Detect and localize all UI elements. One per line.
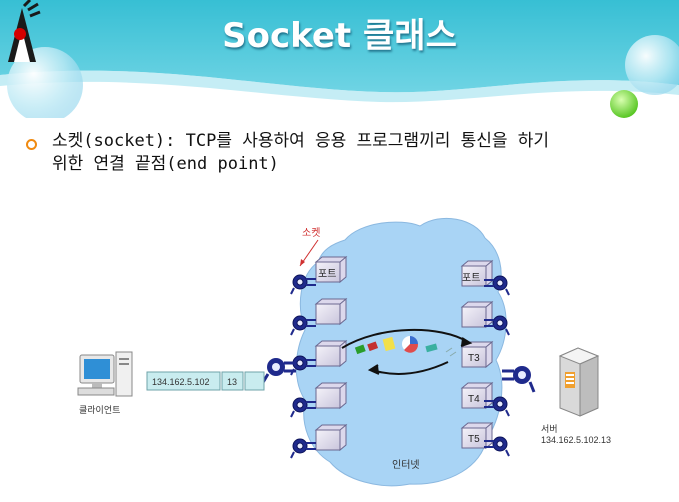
port-t3-label: T3 xyxy=(468,353,480,364)
slide-title: Socket 클래스 xyxy=(222,16,457,56)
left-port-column xyxy=(314,255,348,452)
client-port-label: 13 xyxy=(227,377,237,387)
client-computer-icon xyxy=(77,351,133,397)
client-address-box xyxy=(146,371,265,391)
data-exchange-arrows xyxy=(341,329,473,375)
java-duke-mascot-icon xyxy=(8,0,41,62)
bullet-line-1: 소켓(socket): TCP를 사용하여 응용 프로그램끼리 통신을 하기 xyxy=(52,131,550,151)
decor-bubble-green xyxy=(610,90,638,118)
port-t4-label: T4 xyxy=(468,394,480,405)
left-port-label: 포트 xyxy=(318,269,336,280)
client-label: 클라이언트 xyxy=(79,404,120,415)
right-port-label: 포트 xyxy=(462,273,480,284)
slide-header-background xyxy=(0,0,679,118)
data-packets-icon xyxy=(354,336,457,357)
internet-cloud xyxy=(295,217,507,487)
server-socket-plug-icon xyxy=(502,366,536,393)
bullet-text: 소켓(socket): TCP를 사용하여 응용 프로그램끼리 통신을 하기 위… xyxy=(52,130,652,176)
bullet-marker-icon xyxy=(26,139,37,150)
server-label: 서버 xyxy=(541,424,558,434)
server-icon xyxy=(558,347,600,417)
bullet-line-2: 위한 연결 끝점(end point) xyxy=(52,154,279,174)
port-t5-label: T5 xyxy=(468,434,480,445)
decor-bubble-right xyxy=(625,35,679,95)
client-socket-plug-icon xyxy=(260,358,296,385)
socket-plug-icon xyxy=(484,275,510,457)
decor-bubble-left xyxy=(7,47,83,118)
socket-plug-icon xyxy=(290,274,316,459)
internet-label: 인터넷 xyxy=(392,459,420,471)
client-ip-label: 134.162.5.102 xyxy=(152,377,210,387)
server-address-label: 134.162.5.102.13 xyxy=(541,435,611,445)
socket-callout-label: 소켓 xyxy=(302,227,320,239)
right-port-column xyxy=(460,259,494,450)
